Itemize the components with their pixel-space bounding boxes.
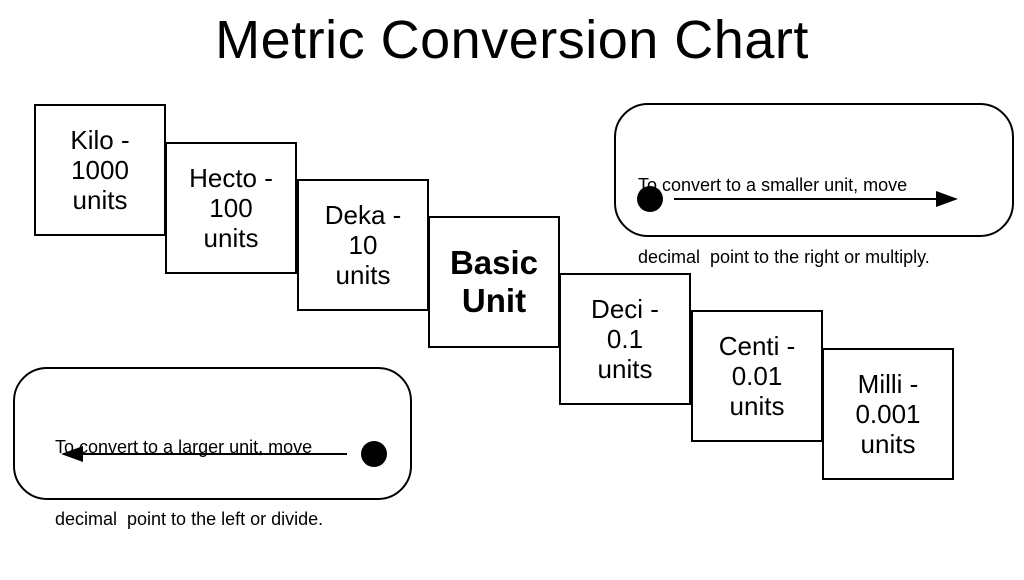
prefix-box-centi: Centi - 0.01 units [691,310,823,442]
prefix-name: Deka - [324,200,402,230]
note-text-line: decimal point to the right or multiply. [638,247,930,267]
prefix-units: units [597,354,653,384]
prefix-factor: 0.1 [606,324,644,354]
prefix-name: Hecto - [189,163,273,193]
prefix-box-deka: Deka - 10 units [297,179,429,311]
prefix-box-basic-unit: Basic Unit [428,216,560,348]
prefix-units: units [860,429,916,459]
right-arrow-icon [637,186,958,212]
larger-unit-note: To convert to a larger unit, move decima… [13,367,412,529]
prefix-factor: 0.01 [731,361,783,391]
basic-unit-label: Basic [449,244,539,281]
prefix-box-milli: Milli - 0.001 units [822,348,954,480]
note-text-line: decimal point to the left or divide. [55,509,324,529]
prefix-units: units [72,185,128,215]
prefix-name: Milli - [857,369,919,399]
left-arrow-icon [61,441,387,467]
prefix-name: Centi - [718,331,796,361]
prefix-factor: 0.001 [855,399,921,429]
prefix-box-deci: Deci - 0.1 units [559,273,691,405]
prefix-box-kilo: Kilo - 1000 units [34,104,166,236]
prefix-box-hecto: Hecto - 100 units [165,142,297,274]
prefix-units: units [203,223,259,253]
prefix-factor: 100 [209,193,253,223]
prefix-units: units [335,260,391,290]
prefix-name: Kilo - [70,125,130,155]
prefix-factor: 10 [348,230,378,260]
prefix-units: units [729,391,785,421]
prefix-factor: 1000 [71,155,129,185]
note-text-line: To convert to a smaller unit, move [638,175,908,195]
smaller-unit-note: To convert to a smaller unit, move decim… [614,103,1014,267]
basic-unit-label: Unit [461,282,527,319]
page-title: Metric Conversion Chart [215,10,809,70]
prefix-name: Deci - [591,294,659,324]
